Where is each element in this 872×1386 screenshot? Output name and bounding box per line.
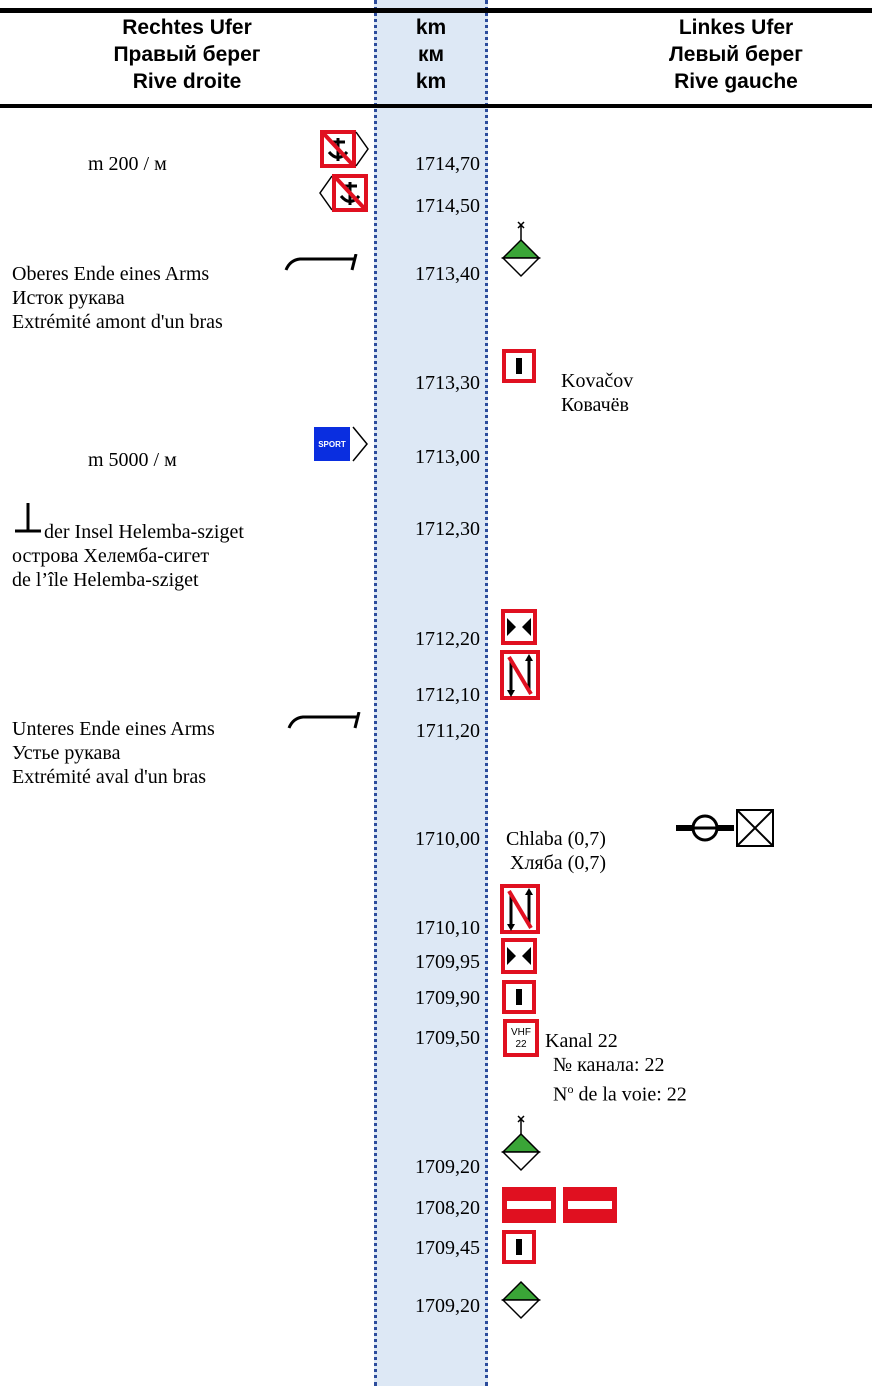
header-left-bank-de: Linkes Ufer xyxy=(678,16,794,39)
km-value: 1709,95 xyxy=(415,951,480,973)
km-value: 1712,20 xyxy=(415,628,480,650)
kanal-note-fr: No de la voie: 22 xyxy=(553,1082,687,1106)
header-right-bank-fr: Rive droite xyxy=(132,70,242,93)
km-column-band xyxy=(374,0,488,1386)
header-bottom-rule xyxy=(0,104,872,108)
arm-end-symbol-icon xyxy=(287,712,365,732)
km-value: 1710,10 xyxy=(415,917,480,939)
arm-upper-end-note: Oberes Ende eines Arms Исток рукава Extr… xyxy=(12,262,223,334)
island-note: острова Хелемба-сигет de l’île Helemba-s… xyxy=(12,544,209,592)
no-anchoring-sign-right-arrow-icon xyxy=(320,130,372,170)
km-value: 1713,00 xyxy=(415,446,480,468)
arm-upper-ru: Исток рукава xyxy=(12,287,125,309)
header-km-de: km xyxy=(415,16,447,39)
vhf-sign-label: VHF xyxy=(511,1027,531,1038)
arm-end-symbol-icon xyxy=(284,254,362,274)
green-buoy-topmark-icon xyxy=(501,218,543,280)
km-value: 1709,90 xyxy=(415,987,480,1009)
km-value: 1712,10 xyxy=(415,684,480,706)
kovacov-sk: Kovačov xyxy=(561,370,634,392)
crossed-box-symbol-icon xyxy=(735,808,775,848)
km-value: 1709,20 xyxy=(415,1156,480,1178)
km-value: 1713,30 xyxy=(415,372,480,394)
header-left-bank-ru: Левый берег xyxy=(669,43,803,66)
header-top-rule xyxy=(0,8,872,13)
km-value: 1714,50 xyxy=(415,195,480,217)
no-entry-sign-icon xyxy=(502,1187,556,1223)
chlaba-sk: Chlaba (0,7) xyxy=(506,828,606,850)
kanal-note-de: Kanal 22 xyxy=(545,1030,618,1052)
header-right-bank: Rechtes Ufer Правый берег Rive droite xyxy=(0,14,374,95)
kanal-note-ru: № канала: 22 xyxy=(553,1054,665,1076)
km-value: 1711,20 xyxy=(415,720,480,742)
no-meeting-overtaking-sign-icon xyxy=(500,884,540,934)
km-value: 1709,50 xyxy=(415,1027,480,1049)
kovacov-note: Kovačov Ковачёв xyxy=(561,369,633,417)
header-km-ru: км xyxy=(417,43,445,66)
sport-distance-note: m 5000 / м xyxy=(88,449,177,471)
no-meeting-overtaking-sign-icon xyxy=(500,650,540,700)
cable-crossing-symbol-icon xyxy=(676,808,734,848)
km-value: 1708,20 xyxy=(415,1197,480,1219)
mandatory-keep-course-sign-icon xyxy=(502,349,536,383)
arm-lower-ru: Устье рукава xyxy=(12,742,121,764)
arm-upper-de: Oberes Ende eines Arms xyxy=(12,263,210,285)
island-end-symbol-icon xyxy=(14,501,42,535)
narrowing-fairway-sign-icon xyxy=(501,938,537,974)
km-value: 1713,40 xyxy=(415,263,480,285)
km-value: 1709,45 xyxy=(415,1237,480,1259)
sport-zone-sign-icon: SPORT xyxy=(313,425,373,463)
anchor-distance-note: m 200 / м xyxy=(88,153,167,175)
island-note-fr: de l’île Helemba-sziget xyxy=(12,569,199,591)
km-value: 1710,00 xyxy=(415,828,480,850)
island-note-de: der Insel Helemba-sziget xyxy=(44,521,244,543)
header-left-bank-fr: Rive gauche xyxy=(674,70,798,93)
header-left-bank: Linkes Ufer Левый берег Rive gauche xyxy=(600,14,872,95)
arm-upper-fr: Extrémité amont d'un bras xyxy=(12,311,223,333)
km-value: 1712,30 xyxy=(415,518,480,540)
sport-sign-label: SPORT xyxy=(318,440,346,449)
mandatory-keep-course-sign-icon xyxy=(502,1230,536,1264)
narrowing-fairway-sign-icon xyxy=(501,609,537,645)
header-km-fr: km xyxy=(415,70,447,93)
arm-lower-end-note: Unteres Ende eines Arms Устье рукава Ext… xyxy=(12,717,215,789)
header-km: km км km xyxy=(377,14,485,95)
header-right-bank-ru: Правый берег xyxy=(113,43,261,66)
no-anchoring-sign-left-arrow-icon xyxy=(318,174,370,214)
no-entry-sign-icon xyxy=(563,1187,617,1223)
chlaba-note: Chlaba (0,7) Хляба (0,7) xyxy=(506,827,606,875)
km-value: 1709,20 xyxy=(415,1295,480,1317)
mandatory-keep-course-sign-icon xyxy=(502,980,536,1014)
green-buoy-icon xyxy=(501,1280,543,1322)
green-buoy-topmark-icon xyxy=(501,1112,543,1174)
island-note-ru: острова Хелемба-сигет xyxy=(12,545,210,567)
chlaba-ru: Хляба (0,7) xyxy=(510,852,606,874)
arm-lower-de: Unteres Ende eines Arms xyxy=(12,718,215,740)
kovacov-ru: Ковачёв xyxy=(561,394,629,416)
vhf-channel-sign-icon: VHF 22 xyxy=(503,1019,539,1057)
vhf-sign-number: 22 xyxy=(515,1039,527,1050)
header-right-bank-de: Rechtes Ufer xyxy=(122,16,252,39)
km-value: 1714,70 xyxy=(415,153,480,175)
arm-lower-fr: Extrémité aval d'un bras xyxy=(12,766,207,788)
